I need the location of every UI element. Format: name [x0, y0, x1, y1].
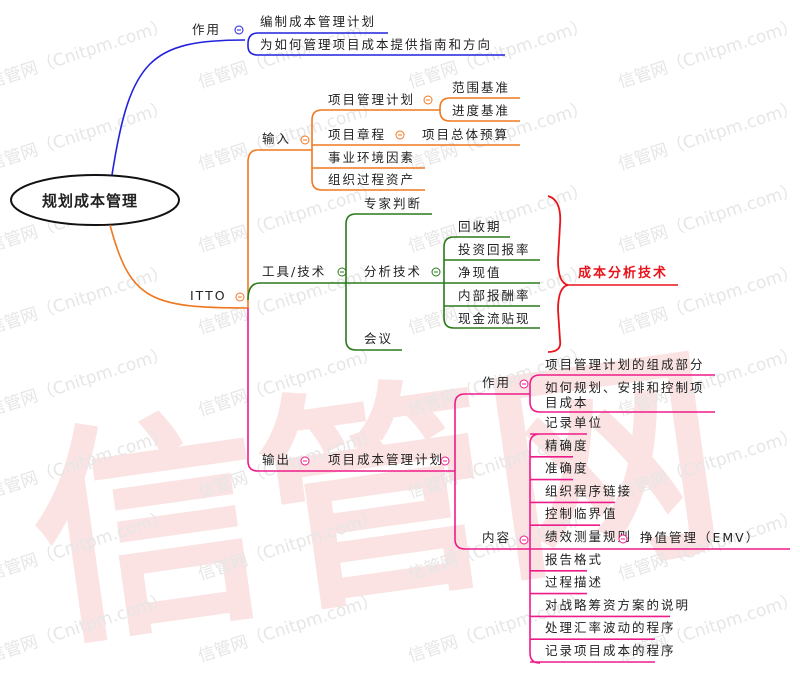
analysis-item[interactable]: 净现值	[458, 265, 502, 280]
purpose-connector	[111, 39, 246, 176]
content-item[interactable]: 报告格式	[545, 552, 603, 567]
itto-connector	[109, 224, 249, 309]
input-item[interactable]: 组织过程资产	[328, 172, 415, 187]
content-item[interactable]: 精确度	[545, 438, 589, 453]
inputs-connector	[247, 149, 312, 308]
plan-purpose-item[interactable]: 项目管理计划的组成部分	[545, 357, 705, 372]
watermark-text: 信管网（Cnitpm.com）	[0, 262, 171, 339]
plan-purpose-item[interactable]: 目成本	[545, 395, 589, 410]
inputs-bracket	[311, 109, 520, 191]
itto-label[interactable]: ITTO	[190, 288, 227, 303]
input-subitem[interactable]: 范围基准	[452, 80, 510, 95]
inputs-label[interactable]: 输入	[262, 131, 291, 146]
plan-content-label[interactable]: 内容	[482, 530, 511, 545]
analysis-item[interactable]: 现金流贴现	[458, 311, 531, 326]
input-item[interactable]: 项目章程	[328, 127, 386, 142]
purpose-label[interactable]: 作用	[192, 22, 221, 37]
content-connector	[529, 433, 670, 664]
watermark-text: 信管网（Cnitpm.com）	[616, 16, 800, 93]
tools-label[interactable]: 工具/技术	[262, 264, 326, 279]
content-item[interactable]: 控制临界值	[545, 506, 618, 521]
input-item[interactable]: 事业环境因素	[328, 150, 415, 165]
content-item[interactable]: 记录项目成本的程序	[545, 643, 676, 658]
watermark-text: 信管网（Cnitpm.com）	[0, 16, 171, 93]
content-item[interactable]: 处理汇率波动的程序	[545, 620, 676, 635]
input-subitem[interactable]: 进度基准	[452, 103, 510, 118]
content-bracket	[529, 433, 670, 664]
output-plan[interactable]: 项目成本管理计划	[328, 452, 444, 467]
watermark-text: 信管网（Cnitpm.com）	[616, 180, 800, 257]
tools-connector	[247, 282, 540, 301]
content-list: 记录单位精确度准确度组织程序链接控制临界值绩效测量规则报告格式过程描述对战略筹资…	[545, 415, 690, 658]
plan-purpose-item[interactable]: 如何规划、安排和控制项	[545, 380, 705, 395]
tool-item[interactable]: 分析技术	[364, 264, 422, 279]
content-item[interactable]: 对战略筹资方案的说明	[545, 597, 690, 612]
analysis-item[interactable]: 回收期	[458, 219, 502, 234]
content-item[interactable]: 组织程序链接	[545, 483, 632, 498]
plan-bracket	[454, 393, 790, 550]
watermark-text: 信管网（Cnitpm.com）	[616, 98, 800, 175]
purpose-item[interactable]: 编制成本管理计划	[260, 14, 376, 29]
root-label: 规划成本管理	[42, 192, 138, 210]
tool-item[interactable]: 会议	[364, 331, 393, 346]
root-node[interactable]	[10, 174, 180, 226]
content-item[interactable]: 记录单位	[545, 415, 603, 430]
plan-purpose-bracket	[529, 374, 715, 413]
watermark: 信管网 信管网（Cnitpm.com）信管网（Cnitpm.com）信管网（Cn…	[0, 16, 800, 675]
analysis-item[interactable]: 内部报酬率	[458, 288, 531, 303]
analysis-bracket	[443, 236, 540, 329]
emv-item[interactable]: 挣值管理（EMV）	[640, 530, 760, 545]
watermark-text: 信管网（Cnitpm.com）	[0, 98, 171, 175]
outputs-connector	[247, 308, 455, 472]
brace-label[interactable]: 成本分析技术	[578, 265, 668, 281]
content-item[interactable]: 过程描述	[545, 575, 603, 590]
tool-item[interactable]: 专家判断	[364, 196, 422, 211]
content-item[interactable]: 准确度	[545, 461, 589, 476]
analysis-item[interactable]: 投资回报率	[458, 242, 531, 257]
content-item[interactable]: 绩效测量规则	[545, 529, 632, 544]
plan-purpose-label[interactable]: 作用	[482, 375, 511, 390]
purpose-bracket	[247, 32, 505, 56]
input-item[interactable]: 项目管理计划	[328, 92, 415, 107]
input-subitem[interactable]: 项目总体预算	[422, 127, 509, 142]
outputs-label[interactable]: 输出	[262, 452, 291, 467]
watermark-text: 信管网（Cnitpm.com）	[196, 180, 381, 257]
pmp-bracket	[439, 97, 520, 122]
tools-bracket	[345, 213, 432, 351]
purpose-item[interactable]: 为如何管理项目成本提供指南和方向	[260, 37, 492, 52]
